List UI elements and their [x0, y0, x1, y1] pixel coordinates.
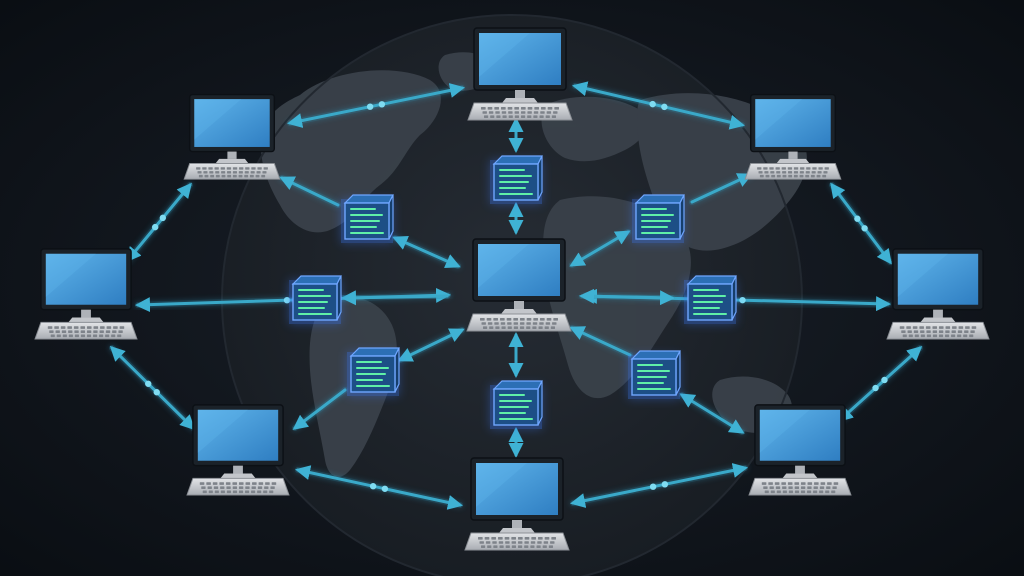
- link-dot: [649, 483, 657, 490]
- monitor-screen: [45, 253, 127, 305]
- pc-bottom: [464, 457, 570, 551]
- pc-bottom-left: [186, 404, 290, 496]
- network-link: [109, 345, 196, 431]
- monitor-screen: [194, 99, 270, 147]
- network-link: [679, 392, 745, 435]
- monitor-screen: [897, 253, 979, 305]
- link-dot: [649, 100, 656, 108]
- link-dot: [151, 223, 159, 231]
- monitor-screen: [759, 409, 841, 461]
- pc-right: [886, 248, 990, 340]
- keyboard: [467, 102, 573, 121]
- link-dot: [378, 101, 386, 108]
- link-dot: [159, 214, 167, 222]
- link-dot: [881, 376, 888, 384]
- keyboard: [186, 477, 290, 496]
- keyboard: [748, 477, 852, 496]
- monitor-screen: [197, 409, 279, 461]
- pc-bottom-right: [748, 404, 852, 496]
- block-right-cube: [684, 275, 737, 324]
- block-lower-left-cube: [347, 347, 400, 396]
- network-link: [392, 235, 461, 269]
- monitor-screen: [755, 99, 831, 147]
- link-dot: [283, 296, 291, 304]
- network-link: [837, 345, 923, 423]
- link-dot: [381, 485, 389, 492]
- link-dot: [661, 481, 669, 488]
- keyboard: [464, 532, 570, 551]
- network-links: [109, 81, 923, 510]
- network-link: [572, 81, 745, 130]
- network-link: [287, 83, 465, 128]
- link-dot: [854, 215, 861, 222]
- network-link: [689, 172, 753, 205]
- block-upper-right-cube: [632, 194, 685, 243]
- block-lower-right-cube: [628, 350, 681, 399]
- network-link: [292, 387, 348, 431]
- link-dot: [739, 296, 746, 304]
- computers: [34, 27, 990, 551]
- network-link: [569, 325, 633, 358]
- keyboard: [183, 163, 281, 180]
- link-dot: [366, 103, 374, 110]
- monitor-screen: [479, 33, 561, 85]
- monitor-screen: [476, 463, 558, 515]
- monitor-screen: [478, 244, 560, 296]
- pc-top-right: [744, 93, 842, 180]
- block-top-cube: [490, 155, 543, 204]
- data-blocks: [289, 155, 737, 429]
- link-dot: [861, 225, 868, 232]
- network-link: [397, 327, 465, 363]
- network-link: [341, 290, 450, 306]
- pc-center: [466, 238, 572, 332]
- pc-top: [467, 27, 573, 121]
- keyboard: [34, 321, 138, 340]
- network-link: [570, 463, 748, 508]
- link-dot: [369, 483, 377, 490]
- network-link: [579, 288, 675, 306]
- link-dot: [661, 103, 668, 111]
- keyboard: [744, 163, 842, 180]
- network-link: [279, 175, 341, 208]
- block-upper-left-cube: [341, 194, 394, 243]
- keyboard: [466, 313, 572, 332]
- link-dot: [153, 389, 160, 396]
- block-bottom-cube: [490, 380, 543, 429]
- link-dot: [872, 384, 879, 392]
- network-link: [295, 465, 463, 510]
- keyboard: [886, 321, 990, 340]
- network-link: [569, 229, 631, 268]
- network-link: [829, 182, 893, 265]
- block-left-cube: [289, 275, 342, 324]
- pc-left: [34, 248, 138, 340]
- network-link: [125, 182, 193, 263]
- link-dot: [145, 380, 152, 387]
- pc-top-left: [183, 93, 281, 180]
